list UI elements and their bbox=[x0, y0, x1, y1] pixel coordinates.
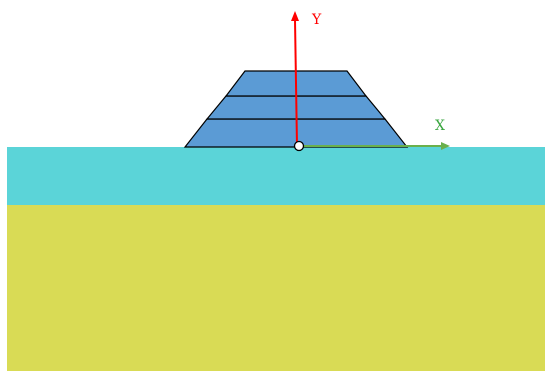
y-axis: Y bbox=[291, 11, 322, 147]
soil-layer bbox=[7, 205, 545, 371]
origin-point bbox=[293, 140, 305, 152]
water-layer bbox=[7, 147, 545, 205]
x-axis: X bbox=[300, 118, 450, 150]
x-axis-label: X bbox=[435, 118, 445, 134]
y-axis-label: Y bbox=[311, 12, 322, 28]
x-axis-arrowhead bbox=[441, 142, 450, 150]
y-axis-line bbox=[294, 19, 298, 147]
y-axis-arrowhead bbox=[291, 11, 299, 21]
